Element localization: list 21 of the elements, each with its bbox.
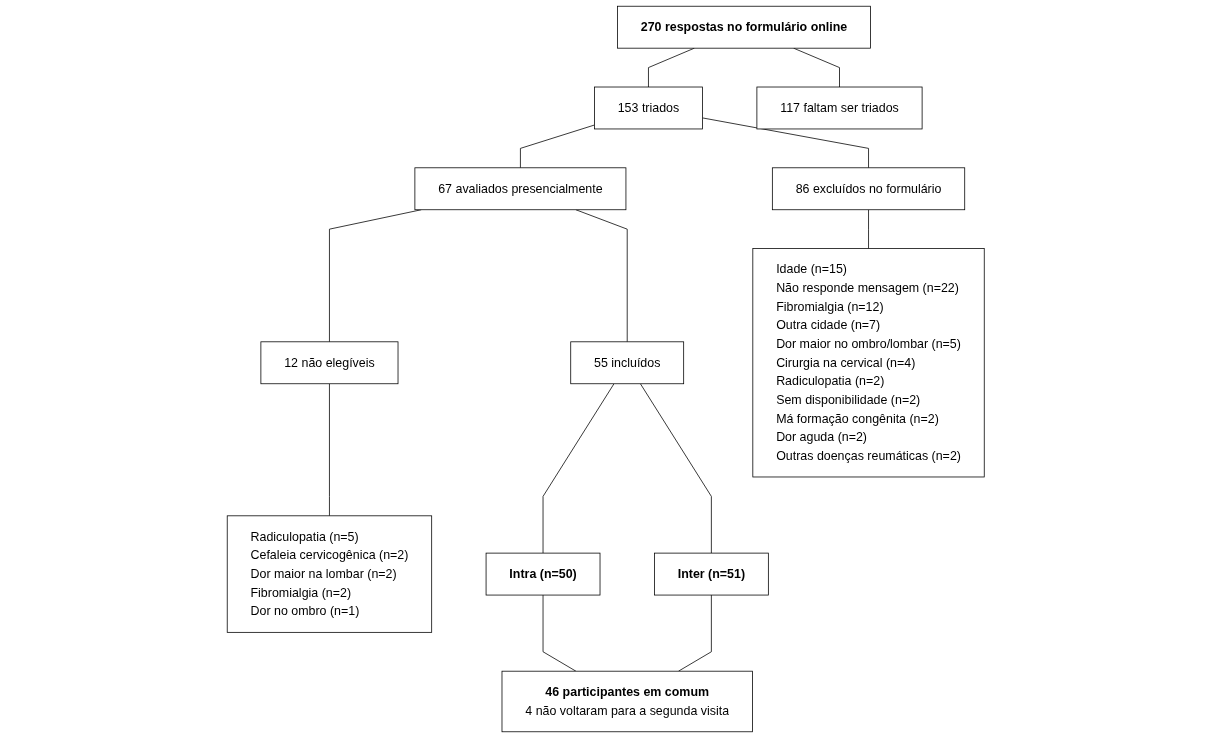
node-box: Radiculopatia (n=5) Cefaleia cervicogênica (n=2) Dor maior na lombar (n=2) Fibromialgia (n=2) Dor no ombro (n=1) [227,515,433,633]
connector [520,124,596,169]
node-box: 270 respostas no formulário online [617,5,872,49]
node-box: Idade (n=15) Não responde mensagem (n=22) Fibromialgia (n=12) Outra cidade (n=7) Dor maior no ombro/lombar (n=5) Cirurgia na cervical (n=4) Radiculopatia (n=2) Sem disponibilidade (n=2) Má formação congênita (n=2) Dor aguda (n=2) Outras doenças reumáticas (n=2) [752,248,985,478]
connector [868,209,870,249]
node-box: 67 avaliados presencialmente [414,167,627,211]
node-box: 86 excluídos no formulário [772,167,966,211]
connector [329,383,331,517]
node-box: 153 triados [594,86,704,130]
connector [542,594,577,672]
node-box: 117 faltam ser triados [756,86,923,130]
node-box: 12 não elegíveis [260,341,399,385]
node-box: 46 participantes em comum 4 não voltaram para a segunda visita [501,670,754,733]
node-box: 55 incluídos [570,341,685,385]
connector [702,117,870,169]
connector [575,209,628,343]
connector [542,383,615,554]
node-box: Inter (n=51) [654,552,769,596]
node-box: Intra (n=50) [485,552,601,596]
connector [678,594,713,672]
connector [640,383,713,554]
